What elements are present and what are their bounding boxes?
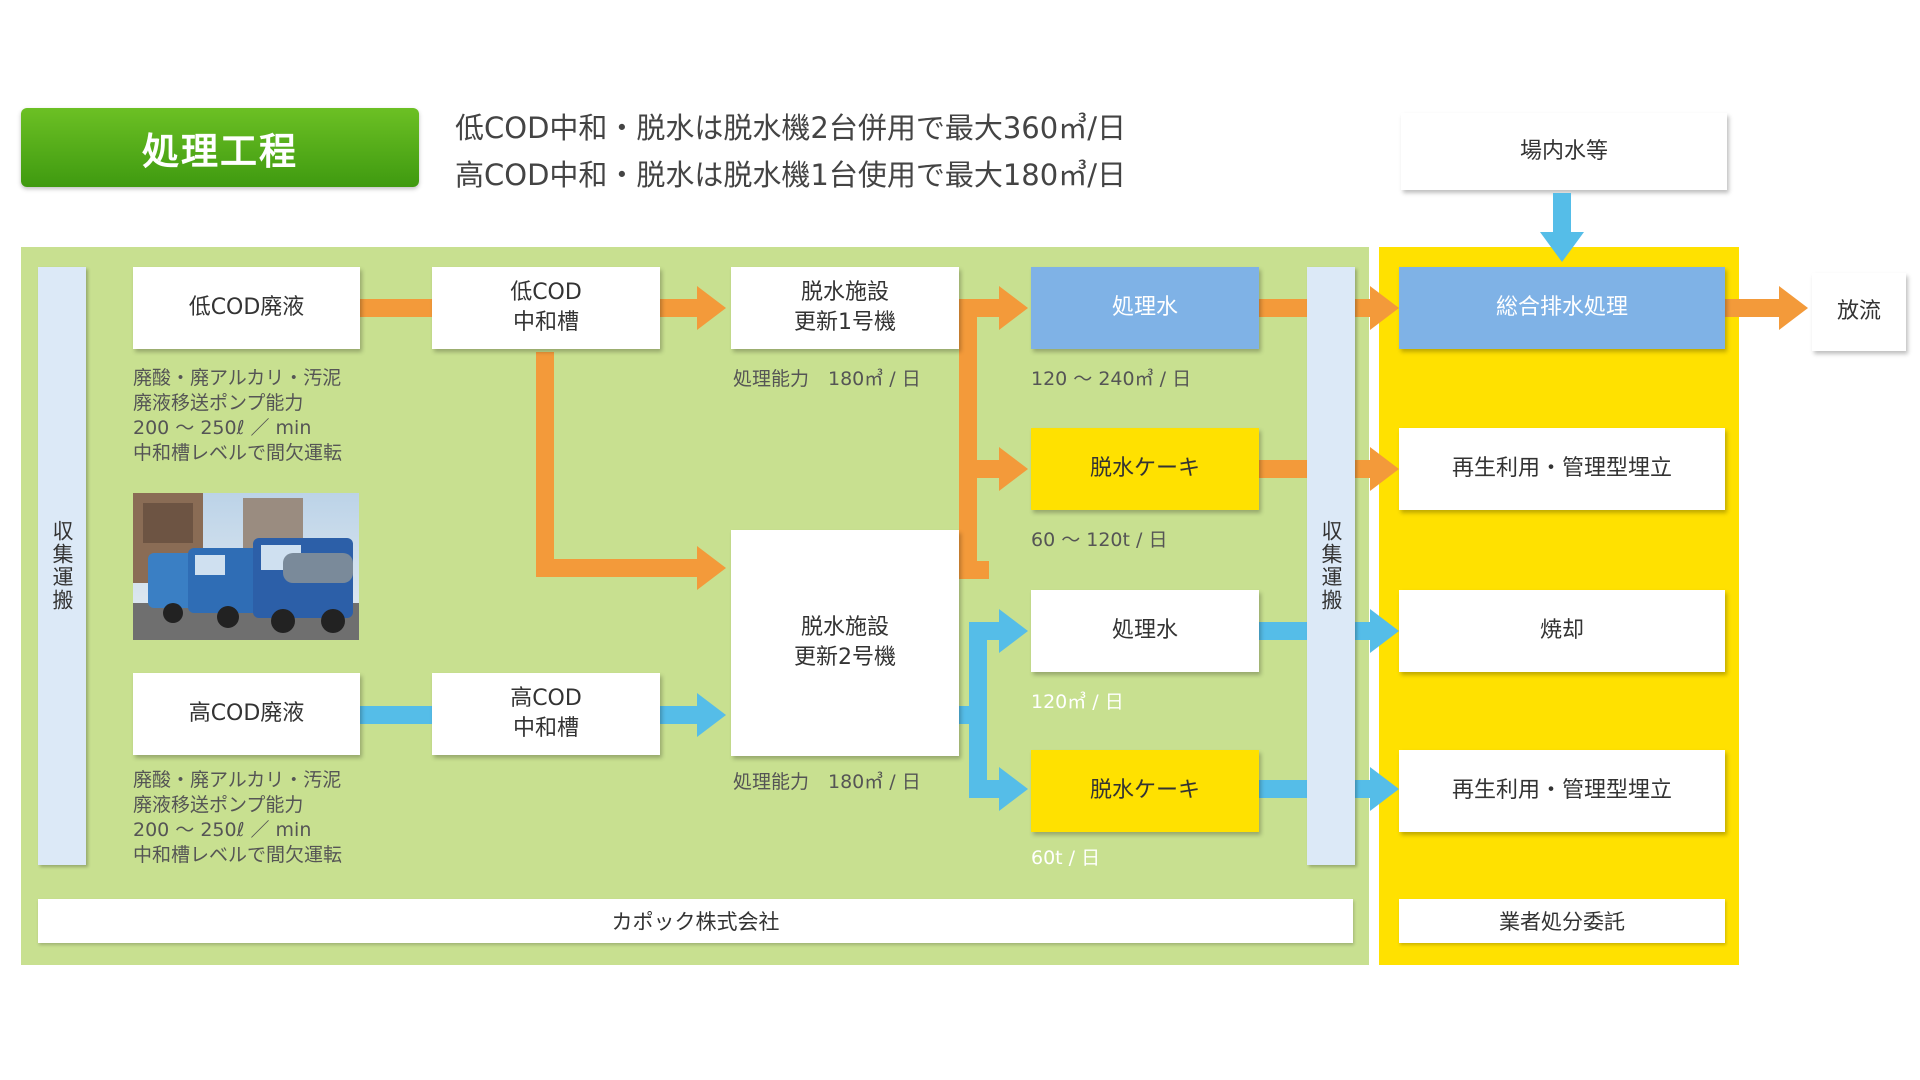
- dewatering-machine-2: 脱水施設更新2号機: [731, 530, 959, 756]
- treated-water-2: 処理水: [1031, 590, 1259, 672]
- general-wastewater-treatment: 総合排水処理: [1399, 267, 1725, 349]
- blue-flow: [360, 193, 1584, 811]
- tank-label-line: 高COD: [510, 686, 582, 712]
- company-footer: カポック株式会社: [38, 899, 1353, 943]
- collection-transport-right: 収集運搬: [1307, 267, 1355, 865]
- discharge: 放流: [1812, 273, 1906, 351]
- machine-label-line: 脱水施設: [800, 280, 889, 306]
- machine-2-capacity: 処理能力 180㎥ / 日: [733, 771, 921, 793]
- note-line: 中和槽レベルで間欠運転: [133, 844, 343, 866]
- note-line: 廃酸・廃アルカリ・汚泥: [133, 769, 342, 791]
- orange-flow: [360, 286, 1808, 590]
- machine-label-line: 更新2号機: [794, 645, 896, 670]
- treated-water-2-amount: 120㎥ / 日: [1031, 691, 1124, 713]
- process-title-badge: 処理工程: [21, 108, 419, 187]
- note-line: 中和槽レベルで間欠運転: [133, 442, 343, 464]
- recycle-landfill-1: 再生利用・管理型埋立: [1399, 428, 1725, 510]
- low-cod-neutralization-tank: 低COD 中和槽: [432, 267, 660, 349]
- dewatered-cake-2: 脱水ケーキ: [1031, 750, 1259, 832]
- low-cod-notes: 廃酸・廃アルカリ・汚泥 廃液移送ポンプ能力 200 ～ 250ℓ ／ min 中…: [133, 366, 342, 466]
- trucks-photo: [133, 493, 359, 640]
- treated-water-1-amount: 120 ～ 240㎥ / 日: [1031, 368, 1192, 390]
- note-line: 廃液移送ポンプ能力: [133, 392, 304, 414]
- note-line: 200 ～ 250ℓ ／ min: [133, 819, 312, 841]
- note-line: 200 ～ 250ℓ ／ min: [133, 417, 312, 439]
- recycle-landfill-2: 再生利用・管理型埋立: [1399, 750, 1725, 832]
- tank-label-line: 中和槽: [512, 716, 579, 741]
- tank-label-line: 中和槽: [512, 310, 579, 335]
- dewatering-machine-1: 脱水施設更新1号機: [731, 267, 959, 349]
- dewatered-cake-1: 脱水ケーキ: [1031, 428, 1259, 510]
- dewatered-cake-1-amount: 60 ～ 120t / 日: [1031, 529, 1168, 551]
- low-cod-waste: 低COD廃液: [133, 267, 360, 349]
- treated-water-1: 処理水: [1031, 267, 1259, 349]
- note-line: 廃液移送ポンプ能力: [133, 794, 304, 816]
- capacity-line-high: 高COD中和・脱水は脱水機1台使用で最大180㎥/日: [455, 158, 1126, 192]
- capacity-line-low: 低COD中和・脱水は脱水機2台併用で最大360㎥/日: [455, 111, 1126, 145]
- high-cod-waste: 高COD廃液: [133, 673, 360, 755]
- machine-1-capacity: 処理能力 180㎥ / 日: [733, 368, 921, 390]
- dewatered-cake-2-amount: 60t / 日: [1031, 847, 1101, 869]
- high-cod-notes: 廃酸・廃アルカリ・汚泥 廃液移送ポンプ能力 200 ～ 250ℓ ／ min 中…: [133, 768, 342, 868]
- machine-label-line: 更新1号機: [794, 310, 896, 335]
- note-line: 廃酸・廃アルカリ・汚泥: [133, 367, 342, 389]
- collection-transport-left: 収集運搬: [38, 267, 86, 865]
- collection-transport-left-label: 収集運搬: [50, 520, 74, 612]
- machine-label-line: 脱水施設: [800, 615, 889, 641]
- collection-transport-right-label: 収集運搬: [1319, 520, 1343, 612]
- high-cod-neutralization-tank: 高COD 中和槽: [432, 673, 660, 755]
- source-onsite-water: 場内水等: [1401, 113, 1727, 190]
- incineration: 焼却: [1399, 590, 1725, 672]
- contractor-footer: 業者処分委託: [1399, 899, 1725, 943]
- tank-label-line: 低COD: [510, 280, 582, 306]
